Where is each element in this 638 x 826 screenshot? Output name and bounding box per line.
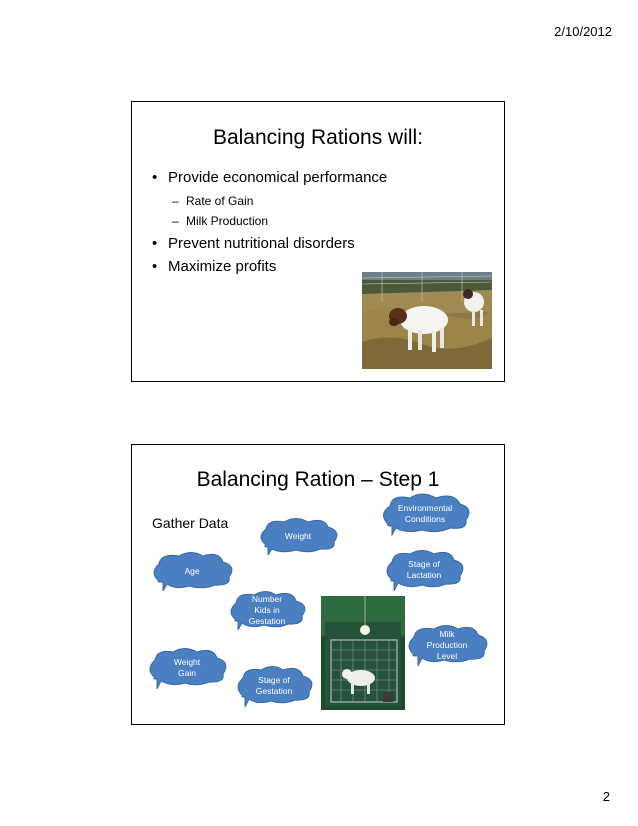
slide-balancing-ration-step1: Balancing Ration – Step 1 Gather Data En…: [131, 444, 505, 725]
slide-title: Balancing Rations will:: [212, 126, 424, 149]
cloud-shape-icon: [386, 550, 464, 591]
goat-photo: [362, 272, 492, 369]
cloud-shape-icon: [149, 648, 227, 689]
page-number: 2: [602, 789, 610, 804]
cloud-stage-of-gestation: Stage of Gestation: [233, 665, 315, 707]
bullet-item: •Maximize profits: [152, 258, 277, 275]
slide-title: Balancing Ration – Step 1: [196, 468, 440, 491]
cloud-environmental-conditions: Environmental Conditions: [378, 492, 472, 536]
cloud-shape-icon: [237, 666, 313, 707]
gather-data-label: Gather Data: [152, 515, 229, 531]
barn-photo: [321, 596, 405, 710]
slide-balancing-rations: Balancing Rations will: •Provide economi…: [131, 101, 505, 382]
cloud-milk-production-level: Milk Production Level: [404, 624, 490, 666]
bullet-item: •Provide economical performance: [152, 169, 388, 186]
sub-bullet-item: –Rate of Gain: [172, 194, 254, 208]
bullet-list: •Provide economical performance –Rate of…: [152, 168, 387, 280]
cloud-stage-of-lactation: Stage of Lactation: [382, 549, 466, 591]
cloud-shape-icon: [408, 625, 488, 666]
cloud-age: Age: [149, 551, 235, 591]
date-stamp: 2/10/2012: [554, 24, 612, 39]
cloud-number-kids-in-gestation: Number Kids in Gestation: [226, 590, 308, 630]
cloud-weight: Weight: [256, 517, 340, 555]
cloud-shape-icon: [230, 591, 306, 630]
cloud-shape-icon: [153, 552, 233, 591]
cloud-shape-icon: [260, 518, 338, 555]
cloud-weight-gain: Weight Gain: [145, 647, 229, 689]
sub-bullet-item: –Milk Production: [172, 214, 269, 228]
cloud-shape-icon: [383, 493, 470, 536]
bullet-item: •Prevent nutritional disorders: [152, 235, 355, 252]
